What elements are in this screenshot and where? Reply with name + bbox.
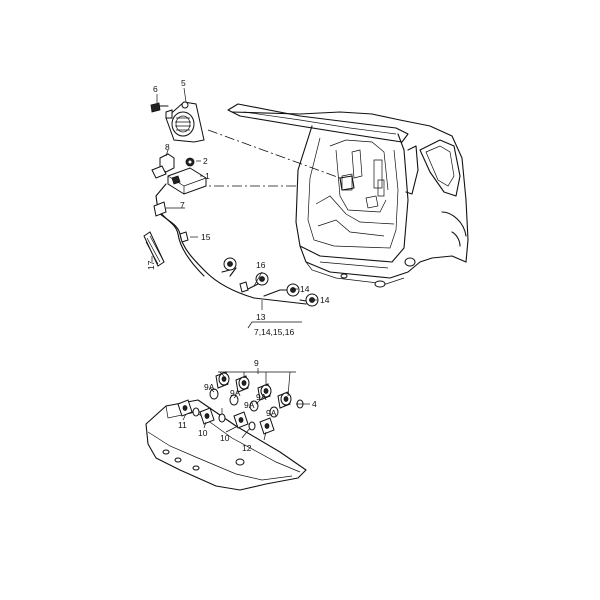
- bracket: [151, 153, 175, 179]
- callout-2: 2: [203, 156, 208, 166]
- callout-9a: 9A: [230, 388, 241, 398]
- rear-bumper: [145, 399, 307, 491]
- leader-lines: [151, 87, 318, 441]
- callout-13: 13: [256, 312, 266, 322]
- callout-16: 16: [256, 260, 266, 270]
- callout-6: 6: [153, 84, 158, 94]
- sealing-ring: [248, 421, 256, 431]
- warning-speaker: [165, 101, 205, 143]
- callout-8: 8: [165, 142, 170, 152]
- harness-connector: [305, 293, 319, 307]
- callout-10: 10: [198, 428, 208, 438]
- wiring-harness: [153, 183, 319, 307]
- sensor-holder: [199, 407, 215, 425]
- parking-sensor: [257, 383, 272, 401]
- hex-nut: [185, 157, 195, 167]
- callout-9: 9: [254, 358, 259, 368]
- sensor-holder: [259, 417, 275, 435]
- sealing-ring: [269, 406, 279, 418]
- sealing-ring: [229, 394, 239, 406]
- adhesive-strip: [143, 231, 165, 267]
- sealing-ring: [249, 400, 259, 412]
- callout-11: 11: [178, 420, 187, 430]
- sensor-holder: [177, 399, 193, 417]
- callout-7: 7: [180, 200, 185, 210]
- reference-line-speaker: [207, 129, 341, 179]
- parking-sensor: [215, 371, 230, 389]
- callout-9a: 9A: [256, 392, 267, 402]
- parking-sensor: [235, 375, 250, 393]
- vehicle-rear-illustration: [227, 103, 469, 288]
- sealing-ring: [192, 407, 200, 417]
- callout-12: 12: [242, 443, 252, 453]
- sealing-ring: [218, 413, 226, 423]
- harness-connector: [223, 257, 237, 271]
- parking-aid-control-unit: [167, 167, 207, 195]
- callout-4: 4: [312, 399, 317, 409]
- sensor-holder: [233, 411, 249, 429]
- callout-labels: 6 5 8 2 1 7 15 17 16 14 14 13 7,14,15,16…: [146, 78, 330, 453]
- callout-14: 14: [300, 284, 310, 294]
- callout-1: 1: [205, 171, 210, 181]
- parking-sensor: [277, 391, 292, 409]
- sealing-ring: [209, 388, 219, 400]
- speaker-screw: [150, 102, 169, 113]
- callout-10: 10: [220, 433, 230, 443]
- callout-5: 5: [181, 78, 186, 88]
- harness-connector: [255, 272, 269, 286]
- callout-9a: 9A: [204, 382, 215, 392]
- callout-9a: 9A: [244, 400, 255, 410]
- callout-17: 17: [146, 260, 156, 270]
- harness-connector: [286, 283, 300, 297]
- callout-14: 14: [320, 295, 330, 305]
- callout-reference-7-14-15-16: 7,14,15,16: [254, 327, 294, 337]
- callout-15: 15: [201, 232, 211, 242]
- callout-9a: 9A: [266, 408, 277, 418]
